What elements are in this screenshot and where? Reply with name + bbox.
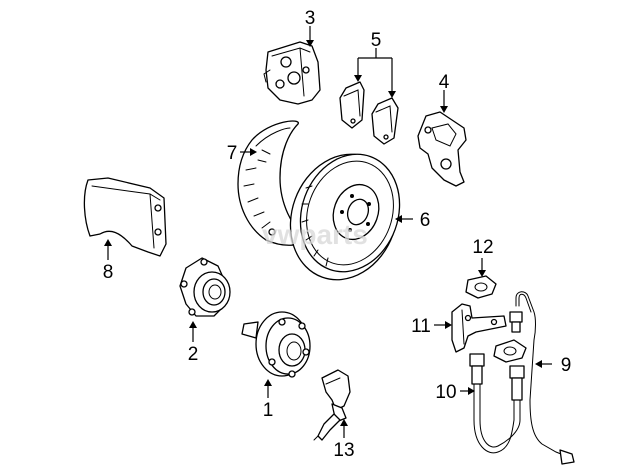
callout-10[interactable]: 10 — [435, 382, 456, 403]
callout-7[interactable]: 7 — [227, 143, 238, 164]
hose-clip-lower-part[interactable] — [493, 339, 527, 363]
hose-bracket-part[interactable] — [451, 303, 507, 353]
brake-rotor-part[interactable] — [273, 139, 415, 295]
callout-13[interactable]: 13 — [333, 440, 354, 461]
callout-6[interactable]: 6 — [420, 210, 431, 231]
callout-11[interactable]: 11 — [411, 316, 431, 337]
brake-pads-part[interactable] — [339, 81, 399, 145]
callout-5[interactable]: 5 — [371, 30, 382, 51]
wheel-bearing-part[interactable] — [179, 257, 231, 317]
wheel-hub-part[interactable] — [241, 311, 311, 378]
callout-1[interactable]: 1 — [263, 400, 274, 421]
abs-sensor-part[interactable] — [313, 369, 351, 441]
callout-2[interactable]: 2 — [188, 344, 199, 365]
callout-9[interactable]: 9 — [561, 355, 572, 376]
brake-hose-part[interactable] — [469, 353, 525, 454]
brake-line-part[interactable] — [509, 291, 575, 465]
callout-3[interactable]: 3 — [305, 8, 316, 29]
callout-12[interactable]: 12 — [472, 237, 493, 258]
callout-4[interactable]: 4 — [439, 72, 450, 93]
caliper-part[interactable] — [263, 41, 321, 105]
caliper-bracket-part[interactable] — [417, 111, 467, 187]
callout-8[interactable]: 8 — [103, 262, 114, 283]
shield-cover-part[interactable] — [83, 177, 167, 257]
hose-clip-part[interactable] — [465, 275, 497, 299]
callout-numbers: 3 5 4 7 6 8 2 1 13 12 11 10 9 — [103, 8, 572, 461]
leader-lines — [104, 26, 552, 438]
watermark-text: vwparts — [262, 219, 368, 250]
